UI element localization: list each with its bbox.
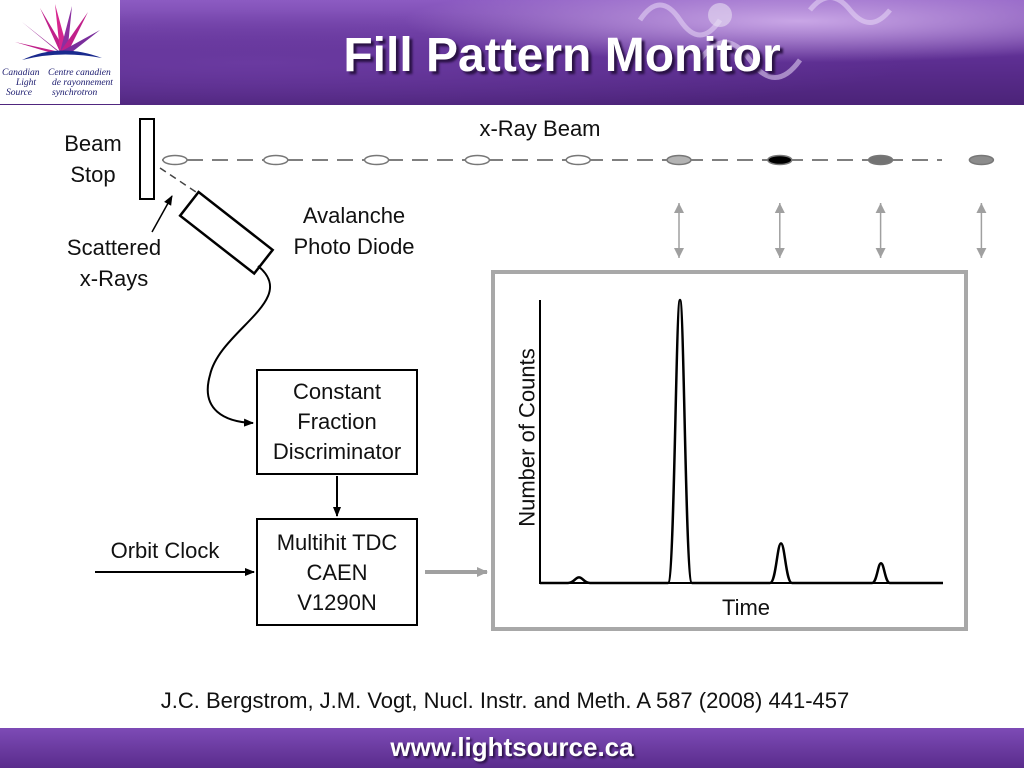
bunch-7 (767, 154, 793, 166)
logo-text-fr-1: Centre canadien (48, 68, 111, 78)
cfd-label-line3: Discriminator (272, 439, 402, 464)
tdc-label-line3: V1290N (297, 590, 377, 615)
tdc-label-line2: CAEN (306, 560, 368, 585)
logo-text-fr-3: synchrotron (52, 88, 98, 98)
logo-text-en-2: Light (16, 78, 37, 88)
beam-stop-label-line2: Stop (70, 162, 116, 187)
correspondence-arrowhead-4-1 (976, 203, 987, 213)
correspondence-arrowhead-2-1 (774, 203, 785, 213)
correspondence-arrowhead-1-2 (674, 248, 684, 258)
bunch-9 (968, 154, 995, 166)
header-banner (0, 0, 1024, 105)
photo-diode-label: Avalanche Photo Diode (276, 200, 432, 262)
scattered-label-line2: x-Rays (79, 266, 149, 291)
plot-trace (540, 298, 943, 585)
plot-ylabel: Number of Counts (514, 348, 540, 527)
bunch-6 (666, 154, 692, 166)
footer-url: www.lightsource.ca (390, 732, 634, 762)
photo-diode-detector (178, 190, 275, 276)
correspondence-arrowhead-3-1 (875, 203, 886, 213)
logo-text: Canadian Light Source Centre canadien de… (2, 68, 120, 98)
tdc-box: Multihit TDC CAEN V1290N (256, 518, 418, 626)
banner-decoration (637, 0, 892, 80)
scattered-xrays-label: Scattered x-Rays (50, 232, 178, 294)
scattered-label-line1: Scattered (66, 235, 162, 260)
photo-diode-label-line2: Photo Diode (293, 234, 415, 259)
logo-text-fr-2: de rayonnement (52, 78, 113, 88)
correspondence-arrowhead-1-1 (674, 203, 684, 213)
scattered-ray-line (159, 167, 206, 199)
logo-text-en-1: Canadian (2, 68, 40, 78)
page-title: Fill Pattern Monitor (343, 29, 781, 82)
cfd-label-line1: Constant (292, 379, 382, 404)
correspondence-arrowhead-3-2 (875, 248, 886, 258)
logo: Canadian Light Source Centre canadien de… (0, 0, 120, 104)
cfd-box: Constant Fraction Discriminator (256, 369, 418, 475)
tdc-label-line1: Multihit TDC (276, 530, 398, 555)
citation: J.C. Bergstrom, J.M. Vogt, Nucl. Instr. … (160, 688, 850, 713)
plot-xlabel: Time (721, 595, 771, 620)
bunch-2 (263, 154, 289, 166)
bunch-8 (867, 154, 894, 166)
cfd-label-line2: Fraction (297, 409, 377, 434)
photo-diode-label-line1: Avalanche (302, 203, 406, 228)
bunch-3 (363, 154, 390, 166)
correspondence-arrowhead-2-2 (774, 248, 785, 258)
logo-starburst-icon (15, 4, 102, 60)
correspondence-arrowhead-4-2 (976, 248, 987, 258)
beam-label: x-Ray Beam (479, 116, 601, 141)
beam-stop-label-line1: Beam (64, 131, 122, 156)
beam-stop (139, 118, 155, 200)
scattered-pointer-arrow (151, 195, 173, 233)
footer-banner (0, 728, 1024, 768)
plot-frame (491, 270, 968, 631)
detector-cable (206, 265, 272, 427)
diagram-canvas (95, 118, 995, 631)
beam-stop-label: Beam Stop (50, 128, 136, 190)
bunch-1 (162, 154, 188, 166)
orbit-clock-label: Orbit Clock (110, 538, 220, 563)
bunch-4 (464, 154, 491, 166)
bunch-5 (565, 154, 591, 166)
bunch-group (162, 154, 995, 166)
correspondence-arrows (674, 203, 987, 258)
logo-text-en-3: Source (6, 88, 33, 98)
